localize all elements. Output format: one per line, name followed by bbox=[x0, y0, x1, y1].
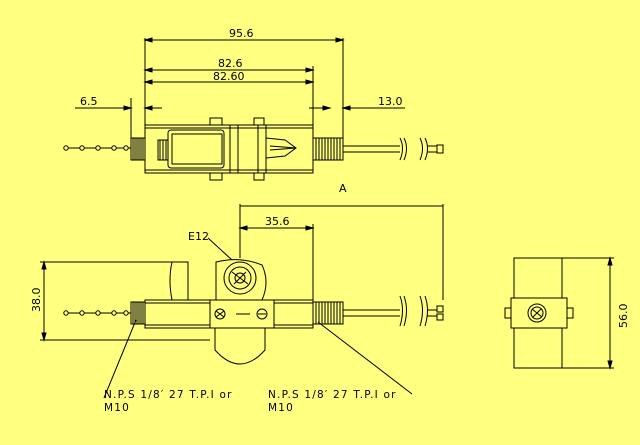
thread-note-right-line1: N.P.S 1/8′ 27 T.P.I or bbox=[268, 389, 397, 401]
dim-socket-offset-label: 35.6 bbox=[265, 215, 290, 228]
dim-front-height-label: 38.0 bbox=[30, 288, 43, 313]
left-wire-leads bbox=[63, 145, 131, 151]
front-view: 35.6 E12 38.0 bbox=[30, 204, 444, 414]
dim-front-height bbox=[40, 260, 210, 342]
dim-side-height-label: 56.0 bbox=[617, 304, 630, 329]
thread-note-right-line2: M10 bbox=[268, 402, 294, 414]
socket bbox=[169, 259, 267, 301]
left-thread-stub-front bbox=[130, 301, 146, 325]
dim-right-thread bbox=[309, 105, 405, 111]
dim-overall-length-label: 95.6 bbox=[229, 27, 254, 40]
view-marker: A bbox=[339, 182, 347, 195]
top-view: 95.6 82.6 82.60 6.5 13.0 bbox=[63, 27, 444, 195]
right-wire-leads-front bbox=[343, 295, 444, 327]
dim-overall-length bbox=[143, 37, 345, 140]
right-thread-stub-front bbox=[312, 301, 344, 325]
left-thread-stub-top bbox=[130, 137, 146, 161]
dim-socket-offset bbox=[238, 204, 444, 300]
socket-leader bbox=[207, 237, 233, 261]
socket-type-label: E12 bbox=[188, 230, 209, 243]
left-wire-leads-front bbox=[63, 310, 131, 316]
side-terminal-block bbox=[504, 297, 574, 329]
thread-note-left-line2: M10 bbox=[104, 402, 130, 414]
thread-note-left-leader bbox=[103, 319, 137, 399]
dim-body-length-label-b: 82.60 bbox=[213, 70, 245, 83]
right-wire-leads-top bbox=[343, 137, 444, 161]
dim-body-length bbox=[143, 66, 315, 125]
dim-side-height bbox=[562, 256, 614, 370]
dim-body-length-label-a: 82.6 bbox=[218, 57, 243, 70]
thread-note-right-leader bbox=[317, 321, 413, 395]
side-view: 56.0 bbox=[504, 256, 630, 370]
dim-left-thread bbox=[75, 98, 162, 138]
thread-note-left-line1: N.P.S 1/8′ 27 T.P.I or bbox=[104, 389, 233, 401]
dim-right-thread-label: 13.0 bbox=[378, 95, 403, 108]
right-thread-stub-top bbox=[312, 137, 344, 161]
body-top bbox=[144, 117, 314, 181]
dim-left-thread-label: 6.5 bbox=[80, 95, 98, 108]
body-front bbox=[144, 299, 314, 365]
